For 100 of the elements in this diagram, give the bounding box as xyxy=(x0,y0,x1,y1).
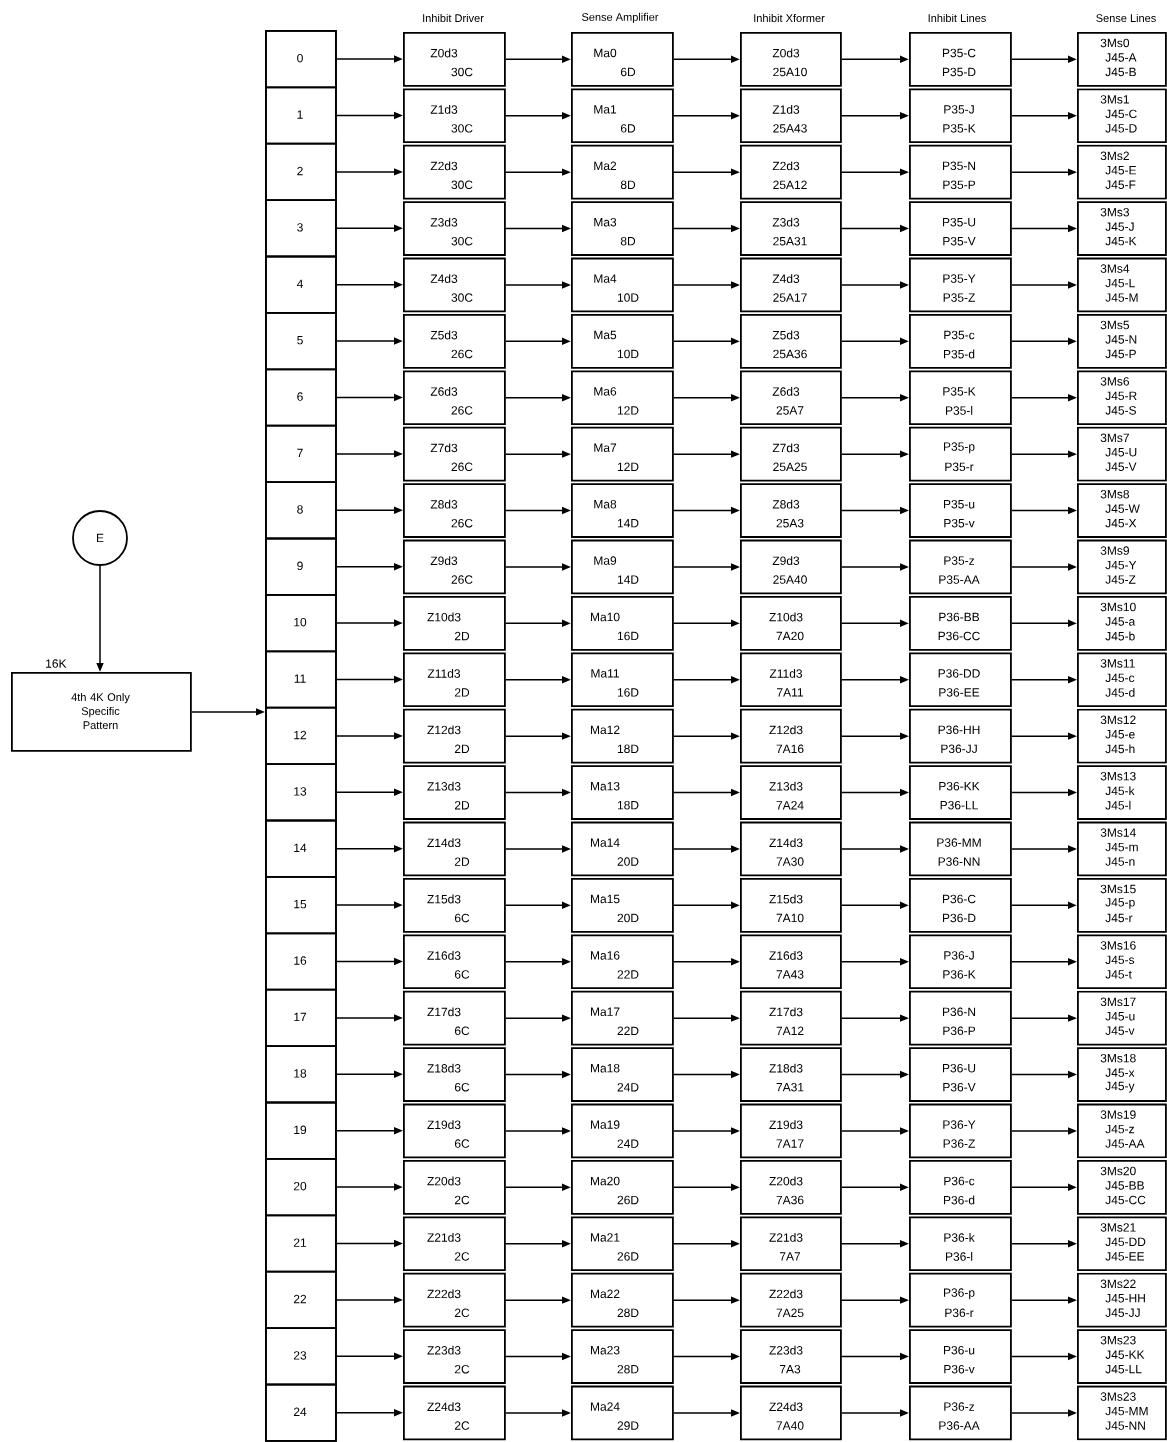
driver-box: Z4d3 30C xyxy=(403,257,506,313)
address-cell: 11 xyxy=(265,650,337,709)
transformer-box: Z4d3 25A17 xyxy=(740,257,842,313)
transformer-box: Z8d3 25A3 xyxy=(740,483,842,538)
amplifier-box: Ma0 6D xyxy=(571,32,674,87)
transformer-box: Z19d3 7A17 xyxy=(740,1103,842,1159)
address-cell: 16 xyxy=(265,932,337,991)
driver-box: Z9d3 26C xyxy=(403,539,506,595)
driver-box: Z1d3 30C xyxy=(403,88,506,144)
transformer-box: Z22d3 7A25 xyxy=(740,1272,842,1328)
address-cell: 24 xyxy=(265,1383,337,1442)
address-cell: 9 xyxy=(265,537,337,596)
address-cell: 15 xyxy=(265,876,337,935)
driver-box: Z17d3 6C xyxy=(403,990,506,1046)
driver-box: Z21d3 2C xyxy=(403,1216,506,1272)
address-cell: 21 xyxy=(265,1214,337,1273)
transformer-box: Z17d3 7A12 xyxy=(740,990,842,1046)
transformer-box: Z23d3 7A3 xyxy=(740,1329,842,1384)
amplifier-box: Ma5 10D xyxy=(571,314,674,369)
box-caption: 16K xyxy=(46,659,67,668)
driver-box: Z6d3 26C xyxy=(403,370,506,426)
address-cell: 5 xyxy=(265,312,337,371)
address-cell: 1 xyxy=(265,86,337,145)
transformer-box: Z11d3 7A11 xyxy=(740,652,842,708)
driver-box: Z24d3 2C xyxy=(403,1385,506,1441)
column-heading: Inhibit Xformer xyxy=(754,13,825,22)
amplifier-box: Ma20 26D xyxy=(571,1160,674,1215)
driver-box: Z7d3 26C xyxy=(403,426,506,482)
address-cell: 14 xyxy=(265,819,337,878)
driver-box: Z8d3 26C xyxy=(403,483,506,538)
transformer-box: Z1d3 25A43 xyxy=(740,88,842,144)
amplifier-box: Ma15 20D xyxy=(571,878,674,933)
amplifier-box: Ma11 16D xyxy=(571,652,674,708)
transformer-box: Z13d3 7A24 xyxy=(740,765,842,820)
amplifier-box: Ma23 28D xyxy=(571,1329,674,1384)
transformer-box: Z3d3 25A31 xyxy=(740,201,842,256)
transformer-box: Z9d3 25A40 xyxy=(740,539,842,595)
address-cell: 19 xyxy=(265,1101,337,1160)
address-cell: 12 xyxy=(265,706,337,765)
amplifier-box: Ma7 12D xyxy=(571,426,674,482)
column-heading: Inhibit Lines xyxy=(928,13,986,22)
amplifier-box: Ma14 20D xyxy=(571,821,674,877)
address-cell: 18 xyxy=(265,1045,337,1104)
amplifier-box: Ma12 18D xyxy=(571,708,674,764)
process-box: 4th 4K Only Specific Pattern xyxy=(11,672,192,752)
amplifier-box: Ma13 18D xyxy=(571,765,674,820)
amplifier-box: Ma1 6D xyxy=(571,88,674,144)
address-cell: 2 xyxy=(265,142,337,201)
transformer-box: Z24d3 7A40 xyxy=(740,1385,842,1441)
address-cell: 7 xyxy=(265,424,337,483)
transformer-box: Z10d3 7A20 xyxy=(740,596,842,651)
address-cell: 20 xyxy=(265,1158,337,1217)
transformer-box: Z7d3 25A25 xyxy=(740,426,842,482)
transformer-box: Z14d3 7A30 xyxy=(740,821,842,877)
transformer-box: Z21d3 7A7 xyxy=(740,1216,842,1272)
address-cell: 13 xyxy=(265,763,337,822)
driver-box: Z23d3 2C xyxy=(403,1329,506,1384)
amplifier-box: Ma8 14D xyxy=(571,483,674,538)
driver-box: Z11d3 2D xyxy=(403,652,506,708)
driver-box: Z0d3 30C xyxy=(403,32,506,87)
driver-box: Z14d3 2D xyxy=(403,821,506,877)
amplifier-box: Ma2 8D xyxy=(571,144,674,200)
address-cell: 6 xyxy=(265,368,337,427)
transformer-box: Z6d3 25A7 xyxy=(740,370,842,426)
driver-box: Z10d3 2D xyxy=(403,596,506,651)
amplifier-box: Ma22 28D xyxy=(571,1272,674,1328)
driver-box: Z22d3 2C xyxy=(403,1272,506,1328)
amplifier-box: Ma24 29D xyxy=(571,1385,674,1441)
amplifier-box: Ma4 10D xyxy=(571,257,674,313)
address-cell: 10 xyxy=(265,594,337,653)
driver-box: Z5d3 26C xyxy=(403,314,506,369)
amplifier-box: Ma10 16D xyxy=(571,596,674,651)
driver-box: Z12d3 2D xyxy=(403,708,506,764)
driver-box: Z18d3 6C xyxy=(403,1047,506,1102)
amplifier-box: Ma19 24D xyxy=(571,1103,674,1159)
address-cell: 17 xyxy=(265,988,337,1047)
transformer-box: Z15d3 7A10 xyxy=(740,878,842,933)
amplifier-box: Ma21 26D xyxy=(571,1216,674,1272)
column-heading: Sense Lines xyxy=(1096,13,1156,22)
driver-box: Z20d3 2C xyxy=(403,1160,506,1215)
driver-box: Z3d3 30C xyxy=(403,201,506,256)
amplifier-box: Ma3 8D xyxy=(571,201,674,256)
address-cell: 0 xyxy=(265,30,337,89)
driver-box: Z19d3 6C xyxy=(403,1103,506,1159)
transformer-box: Z2d3 25A12 xyxy=(740,144,842,200)
transformer-box: Z5d3 25A36 xyxy=(740,314,842,369)
driver-box: Z2d3 30C xyxy=(403,144,506,200)
driver-box: Z15d3 6C xyxy=(403,878,506,933)
amplifier-box: Ma6 12D xyxy=(571,370,674,426)
transformer-box: Z20d3 7A36 xyxy=(740,1160,842,1215)
transformer-box: Z16d3 7A43 xyxy=(740,934,842,990)
column-heading: Inhibit Driver xyxy=(423,13,484,22)
transformer-box: Z12d3 7A16 xyxy=(740,708,842,764)
amplifier-box: Ma9 14D xyxy=(571,539,674,595)
address-cell: 8 xyxy=(265,481,337,540)
address-cell: 4 xyxy=(265,255,337,314)
address-cell: 23 xyxy=(265,1327,337,1386)
driver-box: Z16d3 6C xyxy=(403,934,506,990)
amplifier-box: Ma18 24D xyxy=(571,1047,674,1102)
address-cell: 3 xyxy=(265,199,337,258)
